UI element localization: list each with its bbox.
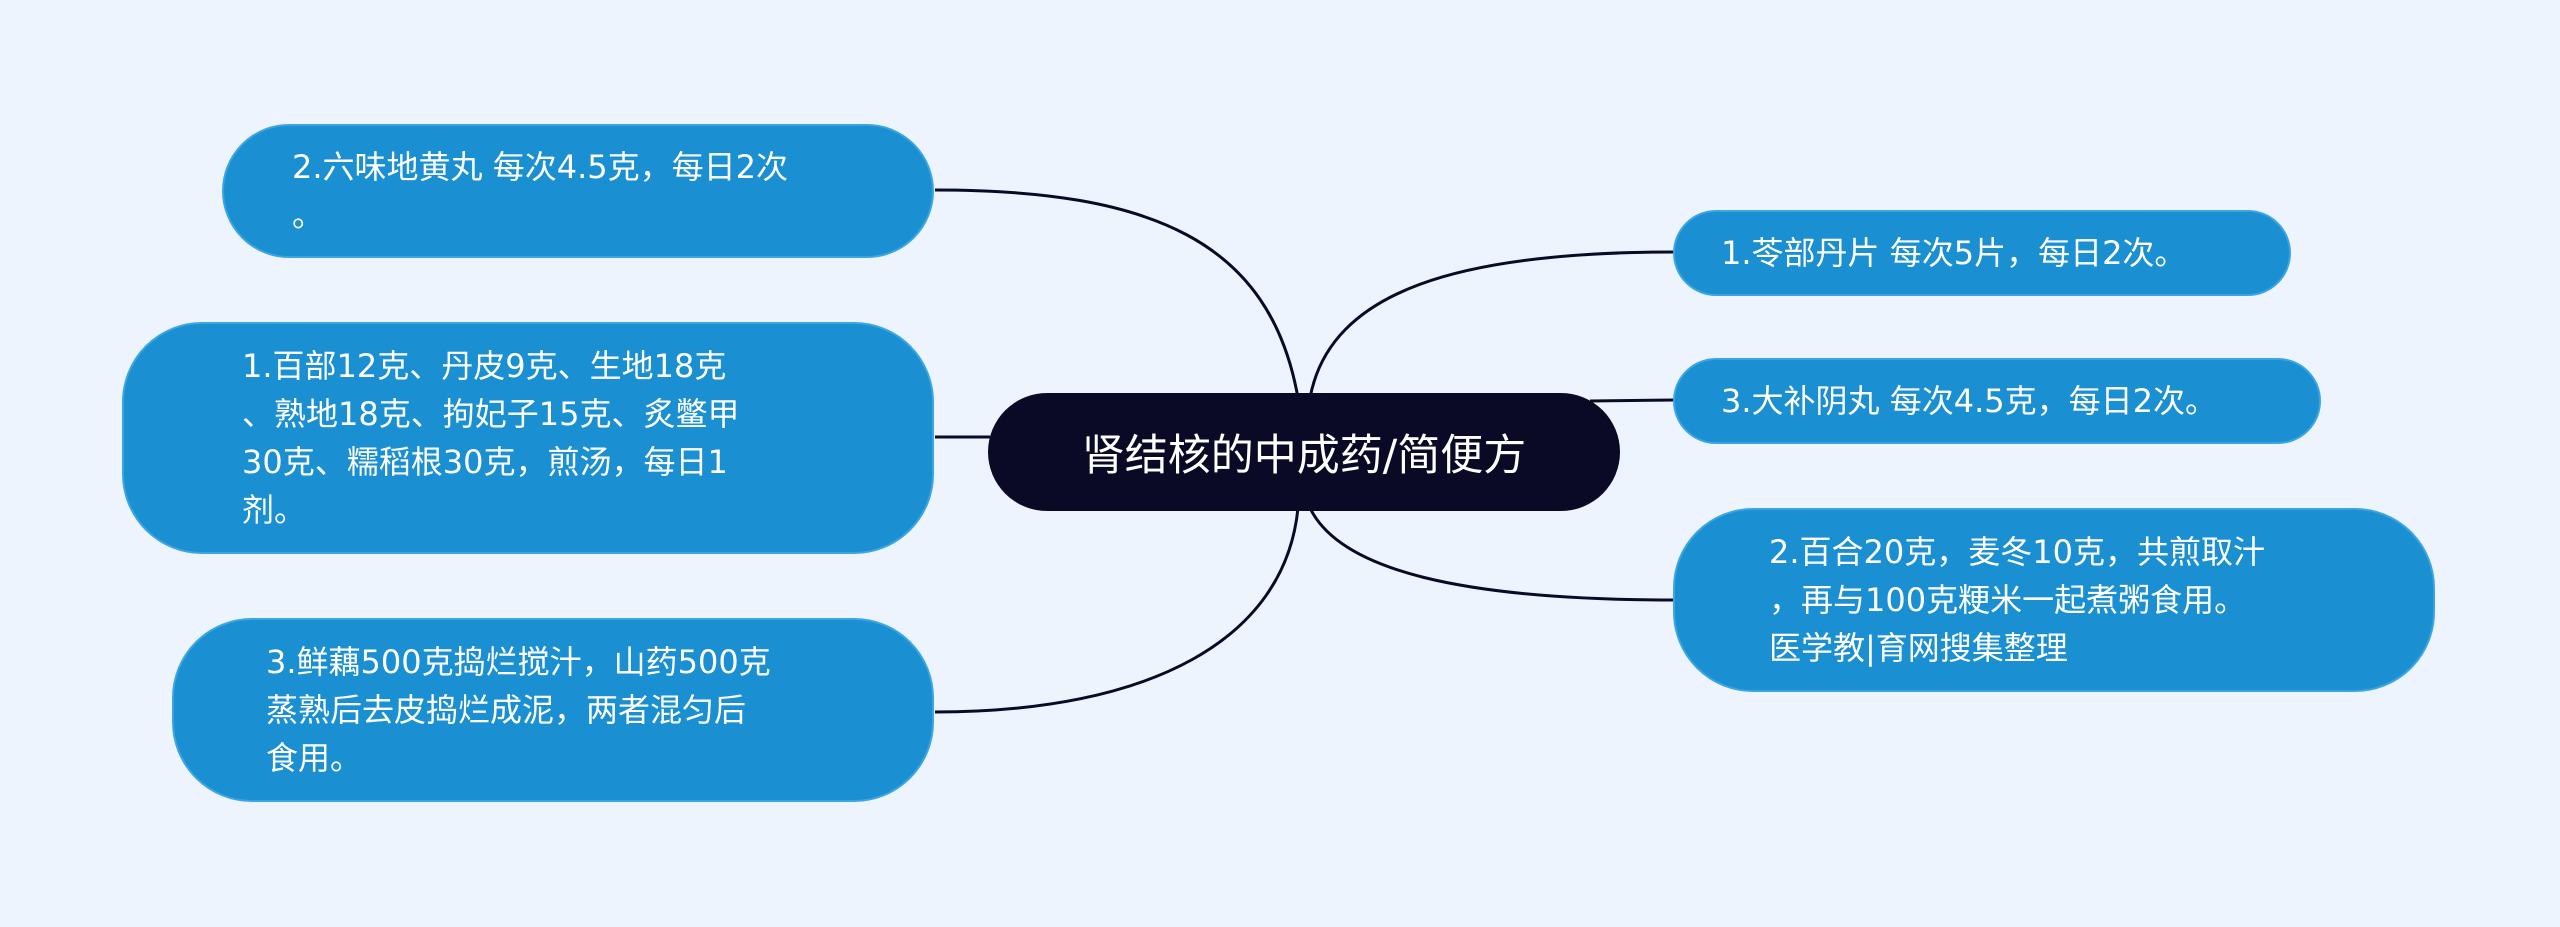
node-left-3-text: 3.鲜藕500克捣烂搅汁，山药500克 蒸熟后去皮捣烂成泥，两者混匀后 食用。 — [266, 643, 771, 777]
connector-left-3 — [934, 507, 1300, 714]
connector-right-3 — [1308, 507, 1676, 602]
central-topic-label: 肾结核的中成药/简便方 — [1081, 431, 1527, 481]
connector-right-2 — [1589, 398, 1676, 403]
node-left-3[interactable]: 3.鲜藕500克捣烂搅汁，山药500克 蒸熟后去皮捣烂成泥，两者混匀后 食用。 — [172, 618, 934, 802]
node-right-1[interactable]: 1.苓部丹片 每次5片，每日2次。 — [1673, 210, 2291, 296]
central-topic[interactable]: 肾结核的中成药/简便方 — [988, 393, 1620, 511]
node-right-3-text: 2.百合20克，麦冬10克，共煎取汁 ，再与100克粳米一起煮粥食用。 医学教|… — [1769, 533, 2265, 667]
node-left-1-text: 2.六味地黄丸 每次4.5克，每日2次 。 — [292, 148, 788, 234]
node-right-2[interactable]: 3.大补阴丸 每次4.5克，每日2次。 — [1673, 358, 2321, 444]
connector-right-1 — [1308, 250, 1676, 399]
node-right-1-text: 1.苓部丹片 每次5片，每日2次。 — [1721, 234, 2187, 272]
node-left-1[interactable]: 2.六味地黄丸 每次4.5克，每日2次 。 — [222, 124, 934, 258]
node-right-2-text: 3.大补阴丸 每次4.5克，每日2次。 — [1721, 382, 2217, 420]
node-right-3[interactable]: 2.百合20克，麦冬10克，共煎取汁 ，再与100克粳米一起煮粥食用。 医学教|… — [1673, 508, 2435, 692]
node-left-2[interactable]: 1.百部12克、丹皮9克、生地18克 、熟地18克、拘妃子15克、炙鳖甲 30克… — [122, 322, 934, 554]
connector-left-1 — [934, 188, 1300, 399]
node-left-2-text: 1.百部12克、丹皮9克、生地18克 、熟地18克、拘妃子15克、炙鳖甲 30克… — [242, 347, 740, 529]
